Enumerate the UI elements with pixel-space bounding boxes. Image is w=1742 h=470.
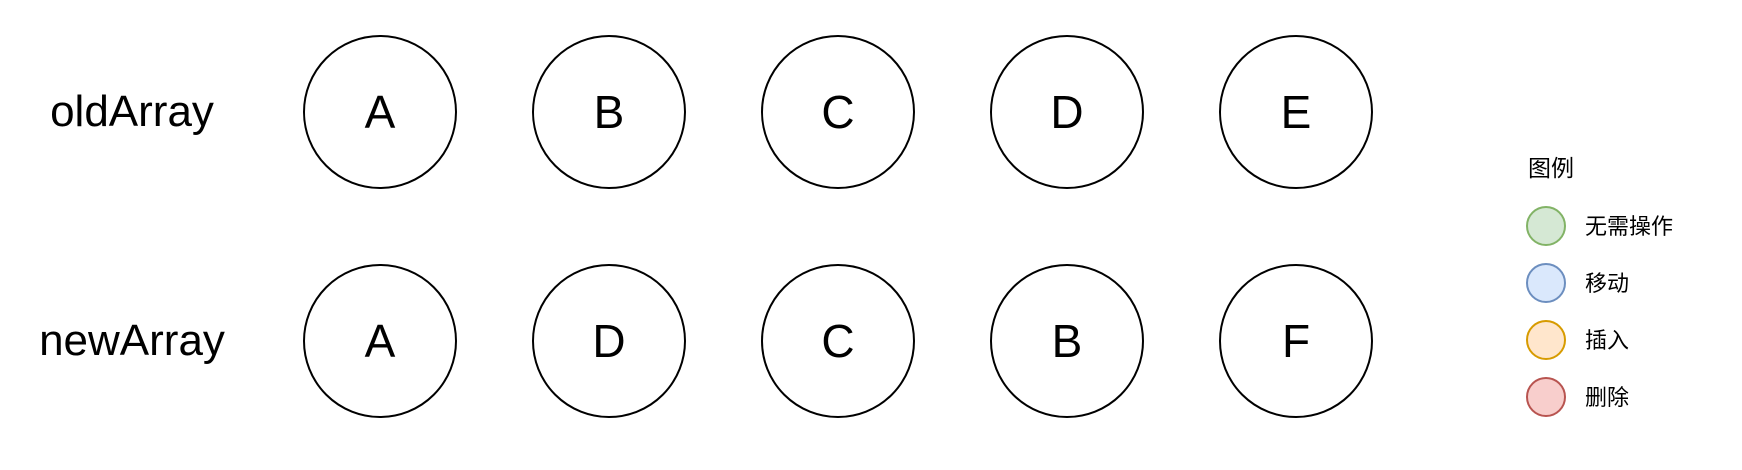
old-array-node-4-circle	[990, 35, 1144, 189]
old-array-node-5-label: E	[1281, 86, 1312, 138]
new-array-node-3-label: C	[821, 315, 854, 367]
old-array-node-1: A	[303, 35, 457, 189]
old-array-node-1-circle	[303, 35, 457, 189]
old-array-node-1-label: A	[365, 86, 396, 138]
legend-label-delete: 删除	[1585, 386, 1629, 411]
legend-item-insert: 插入	[1526, 320, 1629, 360]
new-array-node-5-circle	[1219, 264, 1373, 418]
old-array-node-4: D	[990, 35, 1144, 189]
old-array-node-3-circle	[761, 35, 915, 189]
legend-swatch-move	[1526, 263, 1566, 303]
legend-item-no-op: 无需操作	[1526, 206, 1673, 246]
new-array-node-2: D	[532, 264, 686, 418]
new-array-node-3-circle	[761, 264, 915, 418]
new-array-row: newArray A D C B F	[39, 264, 1373, 418]
new-array-node-2-label: D	[592, 315, 625, 367]
old-array-node-5: E	[1219, 35, 1373, 189]
old-array-node-4-label: D	[1050, 86, 1083, 138]
legend-label-no-op: 无需操作	[1585, 215, 1673, 240]
legend-label-insert: 插入	[1585, 329, 1629, 354]
legend-item-move: 移动	[1526, 263, 1629, 303]
old-array-node-3-label: C	[821, 86, 854, 138]
new-array-node-1: A	[303, 264, 457, 418]
legend-swatch-no-op	[1526, 206, 1566, 246]
new-array-node-5-label: F	[1282, 315, 1310, 367]
new-array-node-3: C	[761, 264, 915, 418]
old-array-row: oldArray A B C D E	[50, 35, 1373, 189]
new-array-node-1-circle	[303, 264, 457, 418]
legend-label-move: 移动	[1585, 272, 1629, 297]
new-array-node-5: F	[1219, 264, 1373, 418]
new-array-node-1-label: A	[365, 315, 396, 367]
legend-swatch-delete	[1526, 377, 1566, 417]
new-array-node-4-label: B	[1052, 315, 1083, 367]
old-array-node-3: C	[761, 35, 915, 189]
legend-title: 图例	[1528, 156, 1574, 182]
new-array-label: newArray	[39, 316, 225, 365]
old-array-label: oldArray	[50, 87, 214, 136]
new-array-node-4: B	[990, 264, 1144, 418]
legend-item-delete: 删除	[1526, 377, 1629, 417]
old-array-node-2: B	[532, 35, 686, 189]
legend: 图例 无需操作 移动 插入 删除	[1526, 156, 1673, 417]
new-array-node-4-circle	[990, 264, 1144, 418]
old-array-node-2-circle	[532, 35, 686, 189]
legend-swatch-insert	[1526, 320, 1566, 360]
old-array-node-2-label: B	[594, 86, 625, 138]
new-array-node-2-circle	[532, 264, 686, 418]
old-array-node-5-circle	[1219, 35, 1373, 189]
